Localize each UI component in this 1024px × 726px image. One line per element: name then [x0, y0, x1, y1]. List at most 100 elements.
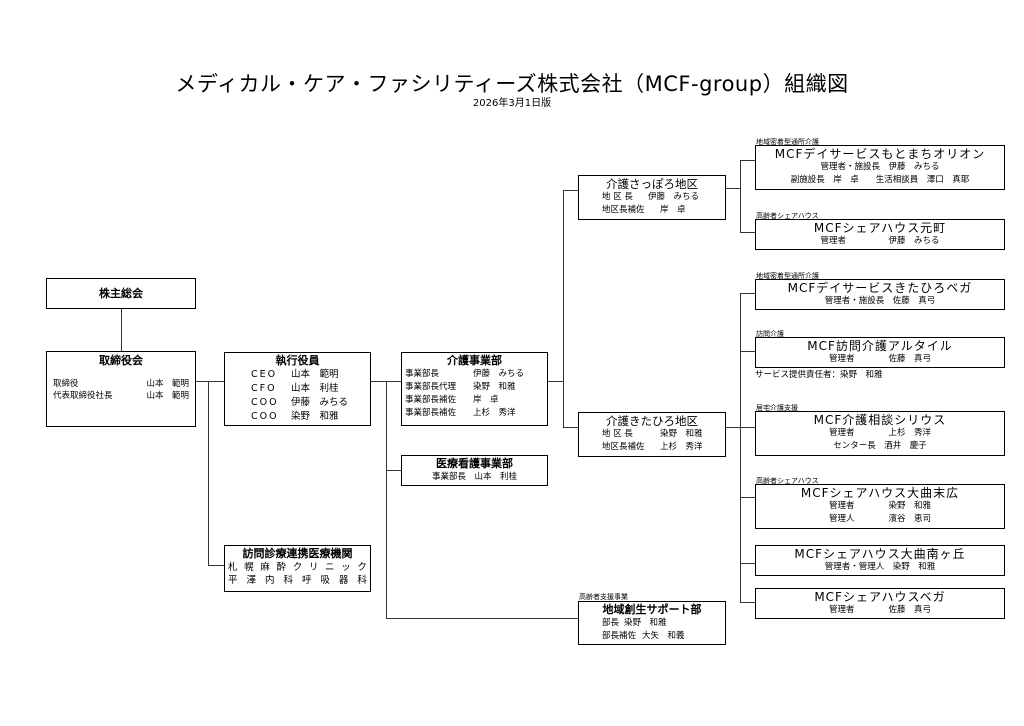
- connector: [740, 497, 755, 498]
- facility-category: 居宅介護支援: [756, 404, 798, 412]
- sapporo-area-box: 介護さっぽろ地区 地 区 長伊藤 みちる 地区長補佐岸 卓: [578, 175, 726, 220]
- facility-note: サービス提供責任者：染野 和雅: [755, 370, 883, 380]
- facility-box-homecare-altair: MCF訪問介護アルタイル 管理者 佐藤 真弓: [755, 337, 1005, 368]
- facility-title: MCFデイサービスきたひろベガ: [787, 281, 973, 295]
- facility-category: 地域密着型通所介護: [756, 272, 819, 280]
- facility-box-kitahiro-vega: MCFデイサービスきたひろベガ 管理者・施設長 佐藤 真弓: [755, 279, 1005, 310]
- clinic-char: 澤: [246, 575, 256, 586]
- board-row: 代表取締役社長山本 範明: [53, 391, 189, 401]
- nursing-division-row: 事業部長 山本 利桂: [431, 472, 518, 482]
- connector: [548, 381, 563, 382]
- connector: [386, 618, 578, 619]
- sapporo-area-title: 介護さっぽろ地区: [606, 177, 698, 191]
- facility-row: 副施設長 岸 卓 生活相談員 澤口 真耶: [790, 175, 970, 185]
- clinic-name: 札幌麻酔クリニック: [227, 561, 368, 574]
- connector: [196, 381, 224, 382]
- facility-category: 地域密着型通所介護: [756, 138, 819, 146]
- community-support-category: 高齢者支援事業: [579, 593, 628, 601]
- clinic-char: 平: [228, 575, 238, 586]
- facility-category: 高齢者シェアハウス: [756, 477, 819, 485]
- facility-title: MCF介護相談シリウス: [813, 413, 947, 427]
- sapporo-area-row: 地 区 長伊藤 みちる: [602, 192, 700, 202]
- clinic-char: 内: [264, 575, 275, 586]
- clinic-char: ク: [292, 562, 303, 573]
- facility-box-motomachi-orion: MCFデイサービスもとまちオリオン 管理者・施設長 伊藤 みちる 副施設長 岸 …: [755, 145, 1005, 190]
- clinic-char: 酔: [276, 562, 287, 573]
- clinic-char: 幌: [244, 562, 254, 573]
- connector: [208, 565, 224, 566]
- facility-row: 管理者 佐藤 真弓: [828, 605, 931, 615]
- board-box: 取締役会 取締役山本 範明 代表取締役社長山本 範明: [46, 351, 196, 427]
- connector: [121, 309, 122, 351]
- connector: [740, 602, 755, 603]
- page-title: メディカル・ケア・ファシリティーズ株式会社（MCF-group）組織図: [175, 72, 849, 96]
- clinic-name: 平澤内科呼吸器科: [227, 574, 368, 587]
- nursing-division-box: 医療看護事業部 事業部長 山本 利桂: [401, 455, 548, 486]
- facility-title: MCFシェアハウス大曲南ヶ丘: [794, 547, 966, 561]
- facility-row: 管理者・管理人 染野 和雅: [824, 562, 936, 572]
- kitahiro-area-row: 地 区 長染野 和雅: [602, 429, 703, 439]
- clinic-char: ク: [357, 562, 367, 573]
- facility-row: 管理者・施設長 佐藤 真弓: [824, 296, 936, 306]
- care-division-row: 事業部長補佐上杉 秀洋: [405, 408, 516, 418]
- board-title: 取締役会: [99, 354, 143, 367]
- clinic-char: 呼: [301, 575, 312, 586]
- community-support-title: 地域創生サポート部: [602, 603, 702, 616]
- kitahiro-area-title: 介護きたひろ地区: [606, 414, 698, 428]
- facility-box-sharehouse-motomachi: MCFシェアハウス元町 管理者 伊藤 みちる: [755, 219, 1005, 250]
- connector: [740, 160, 741, 232]
- facility-row: 管理者 伊藤 みちる: [820, 236, 940, 246]
- facility-box-sharehouse-vega: MCFシェアハウスベガ 管理者 佐藤 真弓: [755, 588, 1005, 619]
- connector: [726, 188, 740, 189]
- shareholders-title: 株主総会: [99, 287, 143, 300]
- facility-title: MCFシェアハウスベガ: [814, 590, 946, 604]
- connector: [386, 470, 401, 471]
- facility-box-care-consult-sirius: MCF介護相談シリウス 管理者 上杉 秀洋 センター長 酒井 慶子: [755, 411, 1005, 456]
- board-row: 取締役山本 範明: [53, 379, 189, 389]
- facility-row: 管理者・施設長 伊藤 みちる: [820, 162, 940, 172]
- facility-row: 管理者 佐藤 真弓: [828, 354, 931, 364]
- care-division-title: 介護事業部: [447, 354, 502, 367]
- clinic-char: 科: [357, 575, 367, 586]
- edition-date: 2026年3月1日版: [472, 98, 552, 109]
- connector: [563, 190, 578, 191]
- community-support-box: 地域創生サポート部 部長染野 和雅 部長補佐大矢 和義: [578, 601, 726, 645]
- executives-title: 執行役員: [275, 354, 320, 367]
- connector: [386, 381, 387, 619]
- connector: [740, 160, 755, 161]
- facility-row: センター長 酒井 慶子: [833, 441, 927, 451]
- community-support-row: 部長補佐大矢 和義: [602, 631, 685, 641]
- facility-title: MCFデイサービスもとまちオリオン: [774, 147, 986, 161]
- facility-category: 訪問介護: [756, 330, 784, 338]
- clinic-char: 札: [228, 562, 238, 573]
- care-division-box: 介護事業部 事業部長伊藤 みちる 事業部長代理染野 和雅 事業部長補佐岸 卓 事…: [401, 352, 548, 426]
- connector: [208, 381, 209, 565]
- partner-clinics-title: 訪問診療連携医療機関: [242, 547, 353, 560]
- partner-clinics-box: 訪問診療連携医療機関 札幌麻酔クリニック 平澤内科呼吸器科: [224, 545, 371, 592]
- clinic-char: 吸: [320, 575, 330, 586]
- facility-row: 管理者 上杉 秀洋: [828, 428, 931, 438]
- facility-category: 高齢者シェアハウス: [756, 212, 819, 220]
- care-division-row: 事業部長代理染野 和雅: [405, 382, 516, 392]
- sapporo-area-row: 地区長補佐岸 卓: [602, 205, 686, 215]
- care-division-row: 事業部長伊藤 みちる: [405, 369, 525, 379]
- nursing-division-title: 医療看護事業部: [436, 457, 513, 470]
- community-support-row: 部長染野 和雅: [602, 618, 667, 628]
- clinic-char: リ: [308, 562, 319, 573]
- kitahiro-area-box: 介護きたひろ地区 地 区 長染野 和雅 地区長補佐上杉 秀洋: [578, 412, 726, 457]
- facility-row: 管理人 濱谷 恵司: [828, 514, 931, 524]
- facility-title: MCFシェアハウス大曲末広: [800, 486, 960, 500]
- clinic-char: 器: [338, 575, 349, 586]
- clinic-char: 麻: [260, 562, 270, 573]
- connector: [563, 190, 564, 427]
- facility-title: MCFシェアハウス元町: [813, 221, 947, 235]
- connector: [740, 563, 755, 564]
- care-division-row: 事業部長補佐岸 卓: [405, 395, 499, 405]
- connector: [740, 351, 755, 352]
- facility-box-sharehouse-omagari-suehiro: MCFシェアハウス大曲末広 管理者 染野 和雅 管理人 濱谷 恵司: [755, 484, 1005, 529]
